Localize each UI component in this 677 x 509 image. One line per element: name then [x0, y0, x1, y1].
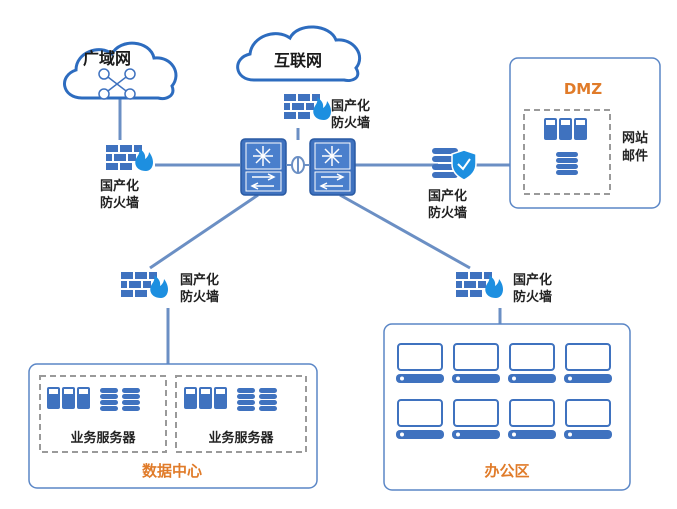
core-switch-icon: [240, 138, 287, 196]
server-icon: [544, 118, 587, 140]
dmz-service-website: 网站: [622, 130, 648, 146]
firewall-office-label-1: 国产化: [513, 272, 552, 288]
terminal-icon: [395, 399, 445, 440]
firewall-dmz-gateway: 国产化 防火墙: [428, 148, 477, 221]
firewall-icon: [456, 272, 503, 298]
cloud-icon: [63, 41, 178, 100]
firewall-top: 国产化 防火墙: [284, 94, 370, 131]
firewall-dc-label-1: 国产化: [180, 272, 219, 288]
firewall-top-label-2: 防火墙: [331, 115, 370, 131]
firewall-left-label-2: 防火墙: [100, 195, 139, 211]
wan-label: 广域网: [83, 49, 131, 68]
server-group-1: 业务服务器: [39, 375, 167, 453]
firewall-dmz-label-1: 国产化: [428, 188, 467, 204]
link-core-datacenter-fw: [149, 193, 259, 270]
firewall-icon: [121, 272, 168, 298]
server-group-2: 业务服务器: [175, 375, 307, 453]
cloud-icon: [236, 25, 362, 82]
server-icon: [184, 387, 227, 409]
firewall-icon: [284, 94, 331, 120]
firewall-dmz-label-2: 防火墙: [428, 205, 467, 221]
firewall-dc-label-2: 防火墙: [180, 289, 219, 305]
terminal-icon: [563, 399, 613, 440]
core-switch-pair: [240, 138, 356, 196]
server-group-label: 业务服务器: [70, 430, 136, 446]
firewall-icon: [106, 145, 153, 171]
firewall-left-label-1: 国产化: [100, 178, 139, 194]
terminal-icon: [563, 343, 613, 384]
internet-label: 互联网: [274, 51, 322, 70]
connection-lines: [118, 98, 510, 364]
core-switch-icon: [309, 138, 356, 196]
server-icon: [47, 387, 90, 409]
dmz-zone: DMZ 网站 邮件: [509, 57, 661, 209]
terminal-icon: [507, 343, 557, 384]
storage-icon: [237, 388, 277, 411]
firewall-datacenter: 国产化 防火墙: [121, 272, 219, 305]
firewall-top-label-1: 国产化: [331, 98, 370, 114]
terminal-icon: [451, 399, 501, 440]
router-mesh-icon: [98, 68, 136, 100]
dmz-title: DMZ: [564, 80, 602, 98]
server-group-label: 业务服务器: [208, 430, 274, 446]
firewall-icon: [432, 148, 477, 181]
terminal-icon: [507, 399, 557, 440]
firewall-left: 国产化 防火墙: [100, 145, 153, 211]
firewall-office-label-2: 防火墙: [513, 289, 552, 305]
wan-cloud: 广域网: [63, 41, 178, 100]
dmz-service-mail: 邮件: [622, 148, 648, 164]
terminal-icon: [395, 343, 445, 384]
terminal-icon: [451, 343, 501, 384]
office-zone: 办公区: [383, 323, 631, 491]
link-core-office-fw: [339, 193, 471, 270]
internet-cloud: 互联网: [236, 25, 362, 82]
datacenter-title: 数据中心: [142, 462, 202, 480]
datacenter-zone: 业务服务器 业务服务器 数据中心: [28, 363, 318, 489]
office-title: 办公区: [484, 462, 529, 480]
stack-link-icon: [286, 156, 310, 174]
storage-icon: [100, 388, 140, 411]
dmz-server-group: [523, 109, 611, 195]
firewall-office: 国产化 防火墙: [456, 272, 552, 305]
